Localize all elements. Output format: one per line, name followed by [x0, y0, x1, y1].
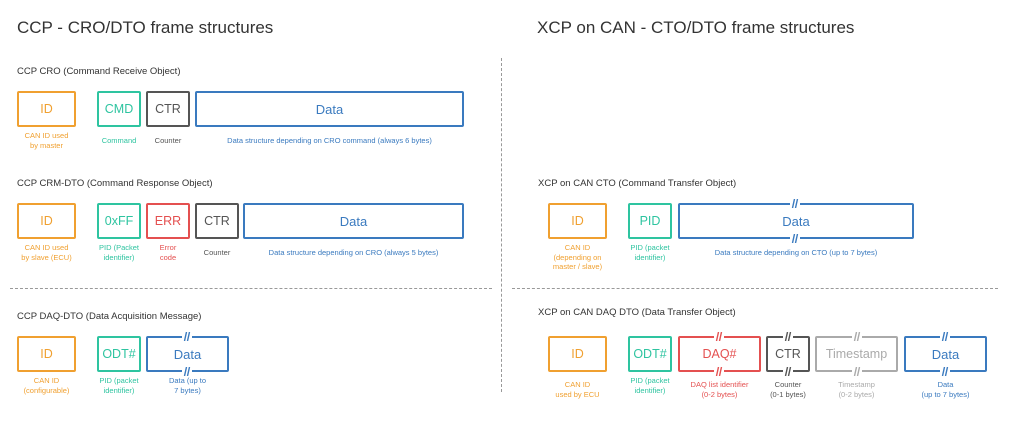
ccp-daq-data-bottom-break-icon [182, 367, 192, 376]
xcp-daq-daq-caption: DAQ list identifier (0-2 bytes) [690, 380, 749, 399]
xcp-daq-ctr-top-break-icon [783, 332, 793, 341]
right-horizontal-divider [512, 288, 998, 289]
ccp-cro-cmd-caption: Command [101, 136, 137, 145]
xcp-daq-timestamp-field: Timestamp [815, 336, 898, 372]
xcp-cto-pid-field: PID [628, 203, 672, 239]
ccp-crm-pid-caption: PID (Packet identifier) [98, 243, 139, 262]
ccp-crm-pid-field: 0xFF [97, 203, 141, 239]
xcp-cto-id-field: ID [548, 203, 607, 239]
xcp-daq-data-bottom-break-icon [940, 367, 950, 376]
ccp-crm-data-caption: Data structure depending on CRO (always … [268, 248, 439, 257]
ccp-daq-data-top-break-icon [182, 332, 192, 341]
xcp-daq-ctr-caption: Counter (0-1 bytes) [770, 380, 806, 399]
xcp-daq-data-caption: Data (up to 7 bytes) [921, 380, 970, 399]
ccp-crm-ctr-field: CTR [195, 203, 239, 239]
xcp-cto-heading: XCP on CAN CTO (Command Transfer Object) [538, 178, 737, 189]
ccp-cro-ctr-field: CTR [146, 91, 190, 127]
xcp-cto-data-caption: Data structure depending on CTO (up to 7… [714, 248, 878, 257]
ccp-daq-odt-caption: PID (packet identifier) [99, 376, 139, 395]
ccp-crm-id-field: ID [17, 203, 76, 239]
xcp-daq-odt-caption: PID (packet identifier) [630, 376, 670, 395]
ccp-daq-id-field: ID [17, 336, 76, 372]
xcp-daq-id-caption: CAN ID used by ECU [555, 380, 600, 399]
ccp-cro-heading: CCP CRO (Command Receive Object) [17, 66, 181, 77]
ccp-cro-id-field: ID [17, 91, 76, 127]
xcp-daq-timestamp-caption: Timestamp (0-2 bytes) [838, 380, 875, 399]
ccp-cro-data-caption: Data structure depending on CRO command … [227, 136, 432, 145]
xcp-cto-data-top-break-icon [790, 199, 800, 208]
left-horizontal-divider [10, 288, 492, 289]
xcp-daq-daq-bottom-break-icon [714, 367, 724, 376]
xcp-daq-daq-field: DAQ# [678, 336, 761, 372]
xcp-cto-id-caption: CAN ID (depending on master / slave) [552, 243, 603, 271]
right-title: XCP on CAN - CTO/DTO frame structures [537, 18, 855, 37]
ccp-crm-err-caption: Error code [159, 243, 177, 262]
ccp-daq-heading: CCP DAQ-DTO (Data Acquisition Message) [17, 311, 202, 322]
xcp-daq-data-field: Data [904, 336, 987, 372]
ccp-crm-data-field: Data [243, 203, 464, 239]
ccp-cro-id-caption: CAN ID used by master [24, 131, 69, 150]
xcp-cto-data-bottom-break-icon [790, 234, 800, 243]
ccp-crm-err-field: ERR [146, 203, 190, 239]
ccp-daq-id-caption: CAN ID (configurable) [23, 376, 70, 395]
vertical-divider [501, 58, 502, 392]
xcp-daq-heading: XCP on CAN DAQ DTO (Data Transfer Object… [538, 307, 736, 318]
xcp-daq-data-top-break-icon [940, 332, 950, 341]
ccp-crm-id-caption: CAN ID used by slave (ECU) [21, 243, 72, 262]
ccp-daq-odt-field: ODT# [97, 336, 141, 372]
xcp-daq-id-field: ID [548, 336, 607, 372]
xcp-daq-ctr-bottom-break-icon [783, 367, 793, 376]
xcp-cto-pid-caption: PID (packet identifier) [630, 243, 670, 262]
ccp-crm-ctr-caption: Counter [203, 248, 231, 257]
left-title: CCP - CRO/DTO frame structures [17, 18, 274, 37]
xcp-daq-timestamp-bottom-break-icon [852, 367, 862, 376]
xcp-daq-timestamp-top-break-icon [852, 332, 862, 341]
ccp-cro-data-field: Data [195, 91, 464, 127]
ccp-cro-cmd-field: CMD [97, 91, 141, 127]
xcp-daq-daq-top-break-icon [714, 332, 724, 341]
ccp-daq-data-caption: Data (up to 7 bytes) [168, 376, 207, 395]
ccp-crm-heading: CCP CRM-DTO (Command Response Object) [17, 178, 213, 189]
ccp-cro-ctr-caption: Counter [154, 136, 182, 145]
xcp-daq-odt-field: ODT# [628, 336, 672, 372]
